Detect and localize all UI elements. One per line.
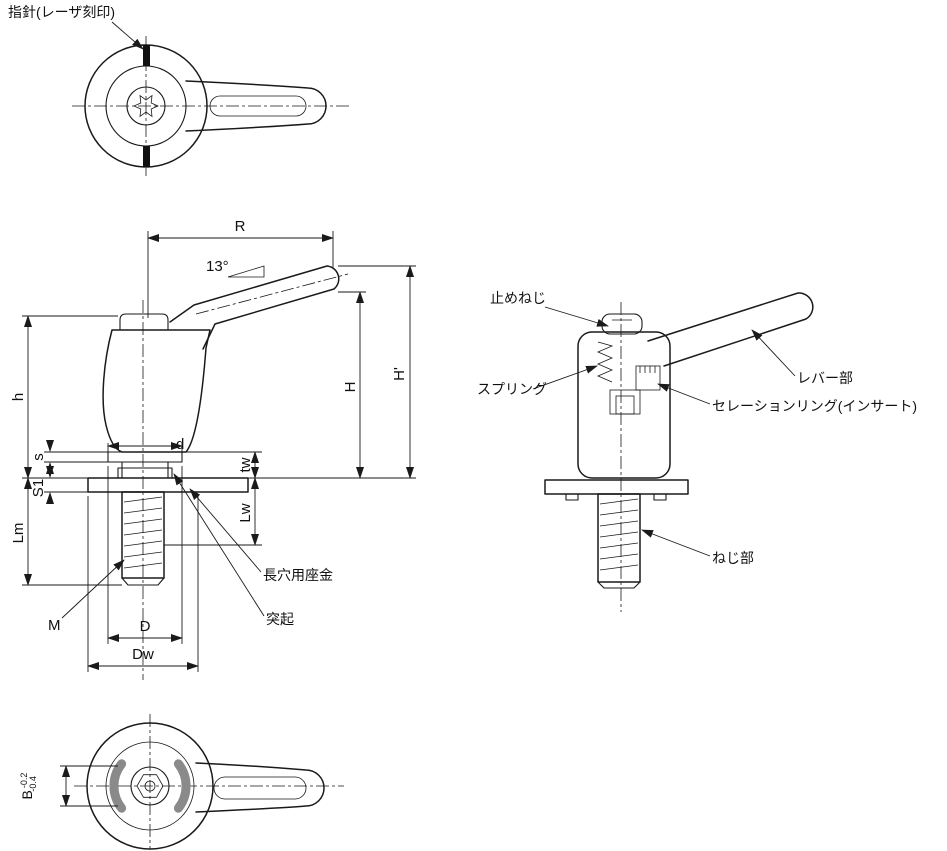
side-stud <box>597 493 641 589</box>
pointer-label: 指針(レーザ刻印) <box>8 4 115 20</box>
svg-text:H': H' <box>391 367 408 381</box>
dim-s1: S1 <box>30 466 88 504</box>
bottom-arc-slot-left <box>109 759 127 813</box>
dim-H: H <box>250 291 416 479</box>
svg-text:ねじ部: ねじ部 <box>712 550 754 566</box>
callout-set-screw: 止めねじ <box>490 290 609 327</box>
pointer-mark-top <box>143 45 150 66</box>
side-body <box>577 331 671 479</box>
dim-tw: tw <box>182 451 262 479</box>
callout-lever-part: レバー部 <box>751 329 853 386</box>
bottom-view: B-0.2-0.4 <box>19 714 344 850</box>
svg-text:止めねじ: 止めねじ <box>490 290 546 306</box>
side-lever-outline <box>647 292 814 367</box>
bottom-lever-slot <box>213 776 307 800</box>
front-washer <box>87 477 249 493</box>
dim-angle: 13° <box>206 258 265 278</box>
svg-text:M: M <box>48 617 61 634</box>
side-insert <box>609 389 641 415</box>
pointer-leader <box>111 21 144 50</box>
callout-slot-washer: 長穴用座金 <box>189 488 333 583</box>
dim-s: s <box>30 440 108 474</box>
dim-M: M <box>48 559 125 634</box>
bottom-outer-circle <box>86 722 214 850</box>
svg-text:レバー部: レバー部 <box>797 370 853 386</box>
side-spring <box>596 341 614 383</box>
side-serration-ring <box>635 365 661 391</box>
top-lever-outline <box>185 80 327 132</box>
callout-protrusion: 突起 <box>173 473 294 627</box>
bottom-lever-outline <box>195 762 325 813</box>
front-lever-outline <box>169 265 340 350</box>
dim-H-prime: H' <box>338 265 416 479</box>
svg-text:Lm: Lm <box>10 523 27 544</box>
front-view: R 13° h s S1 <box>10 218 416 680</box>
front-disc <box>107 451 183 463</box>
svg-text:D: D <box>140 618 151 635</box>
svg-text:Dw: Dw <box>132 646 154 663</box>
svg-text:スプリング: スプリング <box>477 381 547 397</box>
callout-thread-part: ねじ部 <box>641 529 754 566</box>
torx-recess <box>133 94 159 118</box>
front-cap <box>119 313 169 330</box>
side-washer <box>544 479 689 495</box>
svg-text:セレーションリング(インサート): セレーションリング(インサート) <box>712 398 917 414</box>
svg-text:R: R <box>235 218 246 235</box>
svg-text:s: s <box>30 453 47 461</box>
front-stud <box>121 491 165 586</box>
front-protrusion <box>117 467 173 479</box>
dim-Lm: Lm <box>10 477 122 586</box>
dim-B: B-0.2-0.4 <box>19 765 118 807</box>
callout-serration-ring: セレーションリング(インサート) <box>657 383 917 414</box>
svg-text:h: h <box>10 393 27 401</box>
pointer-mark-bottom <box>143 146 150 167</box>
dim-Lw: Lw <box>164 477 262 546</box>
svg-text:H: H <box>342 382 359 393</box>
top-lever-slot <box>209 95 307 117</box>
svg-text:tw: tw <box>237 457 254 472</box>
callout-spring: スプリング <box>477 365 598 397</box>
bottom-hex-socket <box>136 774 164 798</box>
front-body <box>102 329 211 453</box>
svg-text:B-0.2-0.4: B-0.2-0.4 <box>19 773 38 800</box>
dim-h: h <box>10 315 118 479</box>
bottom-center-bore <box>130 766 170 806</box>
svg-text:Lw: Lw <box>237 503 254 522</box>
dim-R: R <box>147 218 334 318</box>
dim-D: D <box>107 466 183 644</box>
svg-text:突起: 突起 <box>266 611 294 627</box>
svg-text:13°: 13° <box>206 258 229 275</box>
dim-d: d <box>107 436 184 453</box>
front-hub <box>121 461 169 479</box>
svg-text:d: d <box>176 436 184 453</box>
dim-Dw: Dw <box>87 496 199 672</box>
svg-text:長穴用座金: 長穴用座金 <box>263 567 333 583</box>
top-view: 指針(レーザ刻印) <box>8 4 352 176</box>
side-view: 止めねじ スプリング レバー部 セレーションリング(インサート) ねじ部 <box>477 290 917 612</box>
svg-text:S1: S1 <box>30 479 47 497</box>
side-set-screw <box>601 313 643 335</box>
bottom-arc-slot-right <box>173 759 191 813</box>
